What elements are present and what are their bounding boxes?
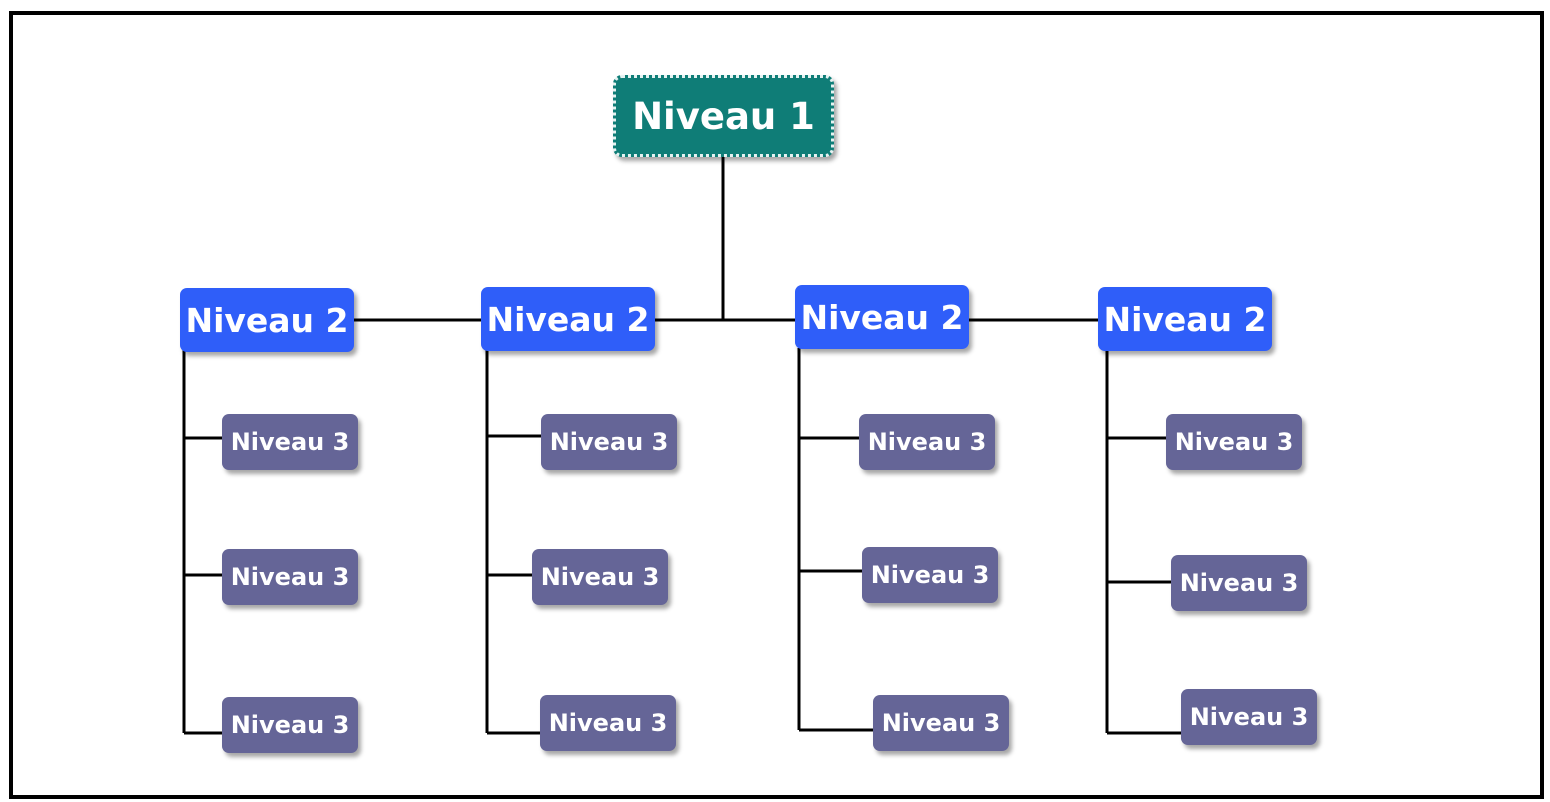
level-3-node[interactable]: Niveau 3 — [541, 414, 677, 470]
level-2-label: Niveau 2 — [185, 300, 349, 340]
level-3-node[interactable]: Niveau 3 — [532, 549, 668, 605]
level-1-label: Niveau 1 — [632, 94, 815, 138]
level-3-label: Niveau 3 — [549, 428, 669, 456]
level-3-node[interactable]: Niveau 3 — [222, 414, 358, 470]
level-3-node[interactable]: Niveau 3 — [1171, 555, 1307, 611]
level-3-label: Niveau 3 — [1174, 428, 1294, 456]
level-2-node-2[interactable]: Niveau 2 — [481, 287, 655, 351]
level-2-label: Niveau 2 — [486, 299, 650, 339]
level-2-node-4[interactable]: Niveau 2 — [1098, 287, 1272, 351]
level-2-node-3[interactable]: Niveau 2 — [795, 285, 969, 349]
level-3-node[interactable]: Niveau 3 — [222, 549, 358, 605]
level-3-node[interactable]: Niveau 3 — [1166, 414, 1302, 470]
level-2-label: Niveau 2 — [1103, 299, 1267, 339]
level-3-label: Niveau 3 — [230, 563, 350, 591]
level-3-node[interactable]: Niveau 3 — [222, 697, 358, 753]
level-3-node[interactable]: Niveau 3 — [859, 414, 995, 470]
level-3-node[interactable]: Niveau 3 — [862, 547, 998, 603]
level-3-label: Niveau 3 — [1189, 703, 1309, 731]
level-1-node[interactable]: Niveau 1 — [613, 75, 834, 157]
level-2-label: Niveau 2 — [800, 297, 964, 337]
level-3-label: Niveau 3 — [881, 709, 1001, 737]
level-3-label: Niveau 3 — [548, 709, 668, 737]
level-3-label: Niveau 3 — [230, 711, 350, 739]
level-3-node[interactable]: Niveau 3 — [1181, 689, 1317, 745]
level-3-label: Niveau 3 — [867, 428, 987, 456]
level-3-label: Niveau 3 — [540, 563, 660, 591]
level-3-node[interactable]: Niveau 3 — [873, 695, 1009, 751]
level-3-label: Niveau 3 — [230, 428, 350, 456]
level-3-node[interactable]: Niveau 3 — [540, 695, 676, 751]
level-3-label: Niveau 3 — [1179, 569, 1299, 597]
level-2-node-1[interactable]: Niveau 2 — [180, 288, 354, 352]
level-3-label: Niveau 3 — [870, 561, 990, 589]
